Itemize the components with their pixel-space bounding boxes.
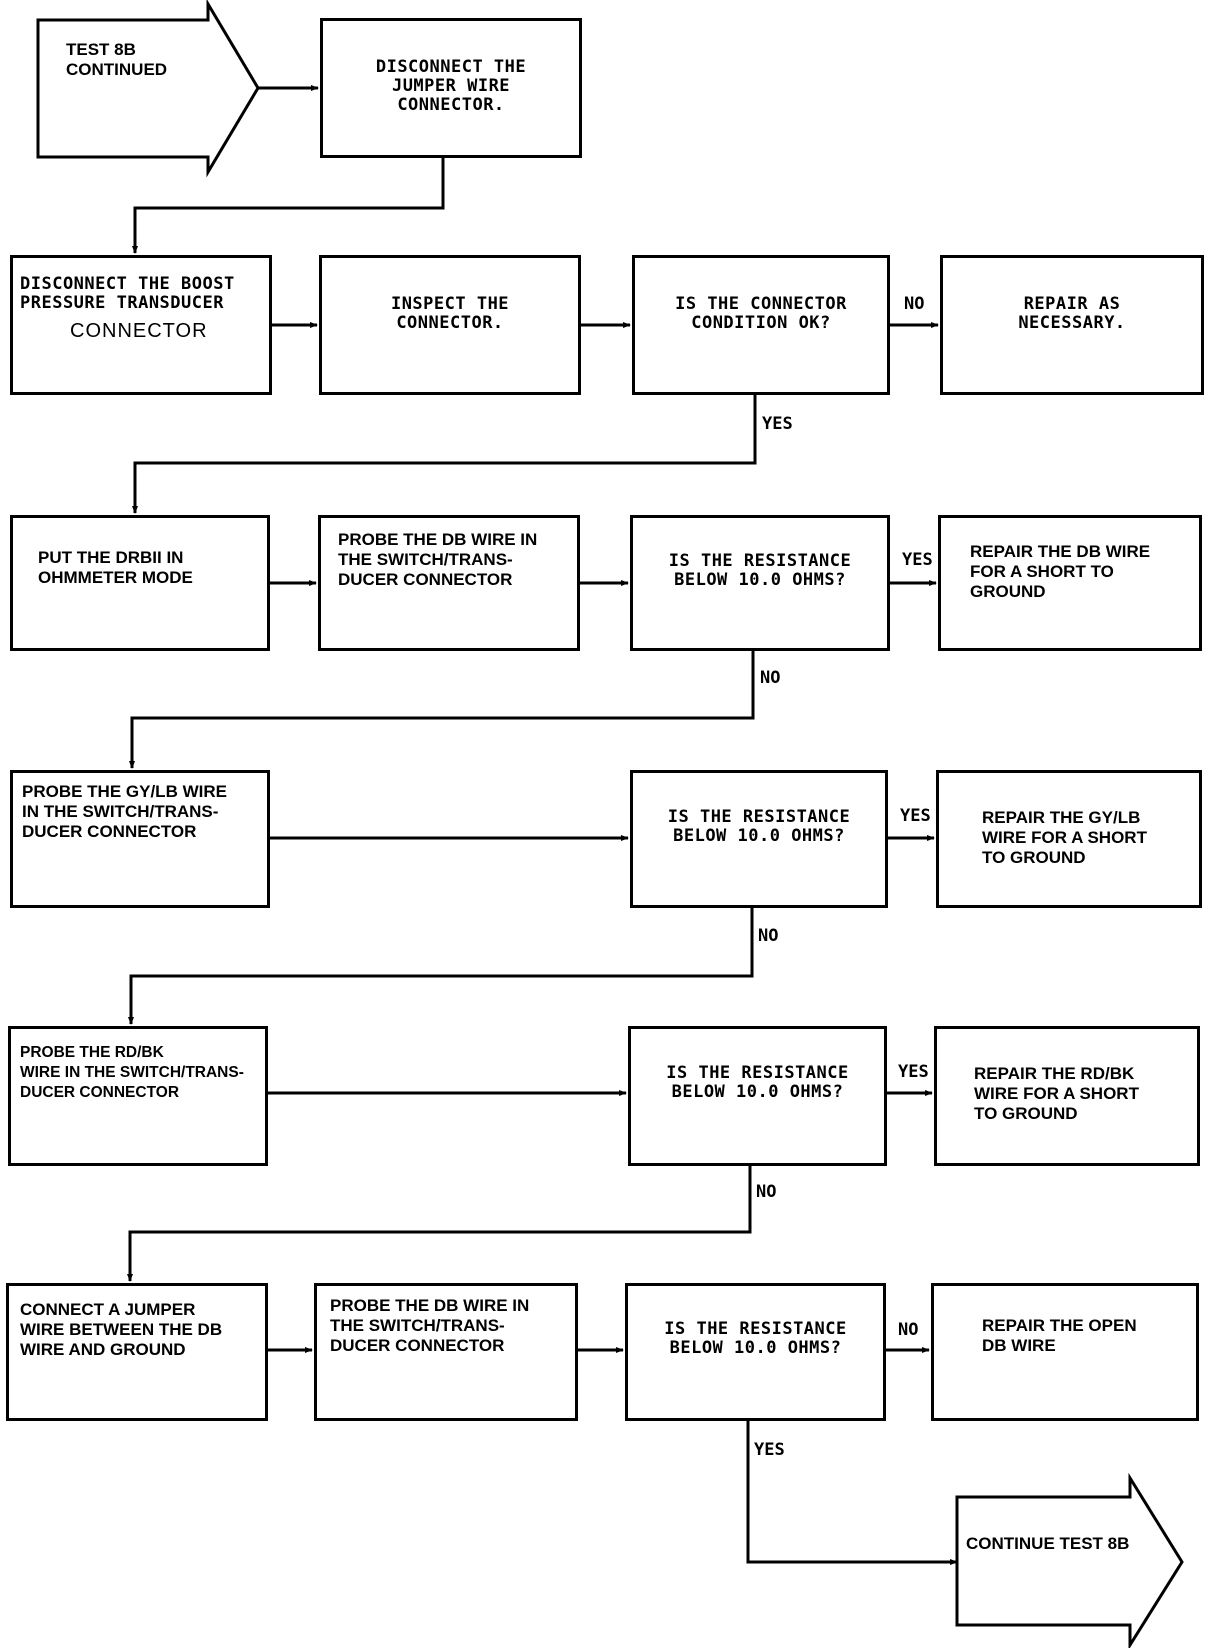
decision-resistance-2-box <box>630 770 888 908</box>
step-disconnect-jumper-box <box>320 18 582 158</box>
step-repair-open-db: REPAIR THE OPEN DB WIRE <box>982 1316 1137 1355</box>
branch-label-yes: YES <box>762 414 793 434</box>
step-repair-gylb-short-box <box>936 770 1202 908</box>
decision-resistance-4: IS THE RESISTANCE BELOW 10.0 OHMS? <box>664 1319 847 1358</box>
step-disconnect-boost-line3: CONNECTOR <box>70 320 208 342</box>
decision-resistance-4-box <box>625 1283 886 1421</box>
step-inspect-box <box>319 255 581 395</box>
step-disconnect-jumper: DISCONNECT THE JUMPER WIRE CONNECTOR. <box>375 57 527 115</box>
end-label: CONTINUE TEST 8B <box>966 1534 1130 1553</box>
step-drbii: PUT THE DRBII IN OHMMETER MODE <box>38 548 193 587</box>
branch-label-no: NO <box>898 1320 919 1340</box>
decision-resistance-1-box <box>630 515 890 651</box>
step-probe-db-1-box <box>318 515 580 651</box>
step-disconnect-boost: DISCONNECT THE BOOST PRESSURE TRANSDUCER <box>20 274 235 313</box>
line-decision2-no <box>129 648 755 769</box>
step-repair-db-short: REPAIR THE DB WIRE FOR A SHORT TO GROUND <box>970 542 1151 601</box>
branch-label-yes: YES <box>754 1440 785 1460</box>
step-probe-db-2: PROBE THE DB WIRE IN THE SWITCH/TRANS- D… <box>330 1296 530 1355</box>
decision-connector-ok-box <box>632 255 890 395</box>
step-repair-gylb-short: REPAIR THE GY/LB WIRE FOR A SHORT TO GRO… <box>982 808 1147 867</box>
branch-label-no: NO <box>758 926 779 946</box>
line-decision5-yes <box>746 1420 958 1565</box>
branch-label-yes: YES <box>898 1062 929 1082</box>
step-connect-jumper-box <box>6 1283 268 1421</box>
decision-connector-ok: IS THE CONNECTOR CONDITION OK? <box>675 294 847 333</box>
line-decision3-no <box>128 906 754 1025</box>
step-probe-rdbk-box <box>8 1026 268 1166</box>
step-repair-necessary-box <box>940 255 1204 395</box>
step-repair-open-db-box <box>931 1283 1199 1421</box>
step-probe-db-1: PROBE THE DB WIRE IN THE SWITCH/TRANS- D… <box>338 530 538 589</box>
branch-label-yes: YES <box>900 806 931 826</box>
step-repair-db-short-box <box>938 515 1202 651</box>
end-arrow-shape <box>955 1472 1184 1648</box>
branch-label-yes: YES <box>902 550 933 570</box>
line-step1-to-boost <box>132 157 445 254</box>
decision-resistance-3-box <box>628 1026 887 1166</box>
step-repair-necessary: REPAIR AS NECESSARY. <box>1018 294 1126 333</box>
line-decision4-no <box>127 1163 752 1282</box>
start-arrow-shape <box>36 0 260 178</box>
branch-label-no: NO <box>760 668 781 688</box>
step-repair-rdbk-short: REPAIR THE RD/BK WIRE FOR A SHORT TO GRO… <box>974 1064 1139 1123</box>
step-probe-gylb: PROBE THE GY/LB WIRE IN THE SWITCH/TRANS… <box>22 782 227 841</box>
step-connect-jumper: CONNECT A JUMPER WIRE BETWEEN THE DB WIR… <box>20 1300 223 1359</box>
branch-label-no: NO <box>756 1182 777 1202</box>
step-probe-gylb-box <box>10 770 270 908</box>
step-probe-db-2-box <box>314 1283 578 1421</box>
step-inspect: INSPECT THE CONNECTOR. <box>390 294 510 333</box>
start-label: TEST 8B CONTINUED <box>66 40 168 79</box>
decision-resistance-3: IS THE RESISTANCE BELOW 10.0 OHMS? <box>666 1063 849 1102</box>
decision-resistance-2: IS THE RESISTANCE BELOW 10.0 OHMS? <box>667 807 851 846</box>
decision-resistance-1: IS THE RESISTANCE BELOW 10.0 OHMS? <box>668 551 852 590</box>
step-repair-rdbk-short-box <box>934 1026 1200 1166</box>
line-decision1-yes <box>132 395 757 514</box>
step-drbii-box <box>10 515 270 651</box>
branch-label-no: NO <box>904 294 925 314</box>
step-probe-rdbk: PROBE THE RD/BK WIRE IN THE SWITCH/TRANS… <box>20 1044 244 1101</box>
step-disconnect-boost-box <box>10 255 272 395</box>
